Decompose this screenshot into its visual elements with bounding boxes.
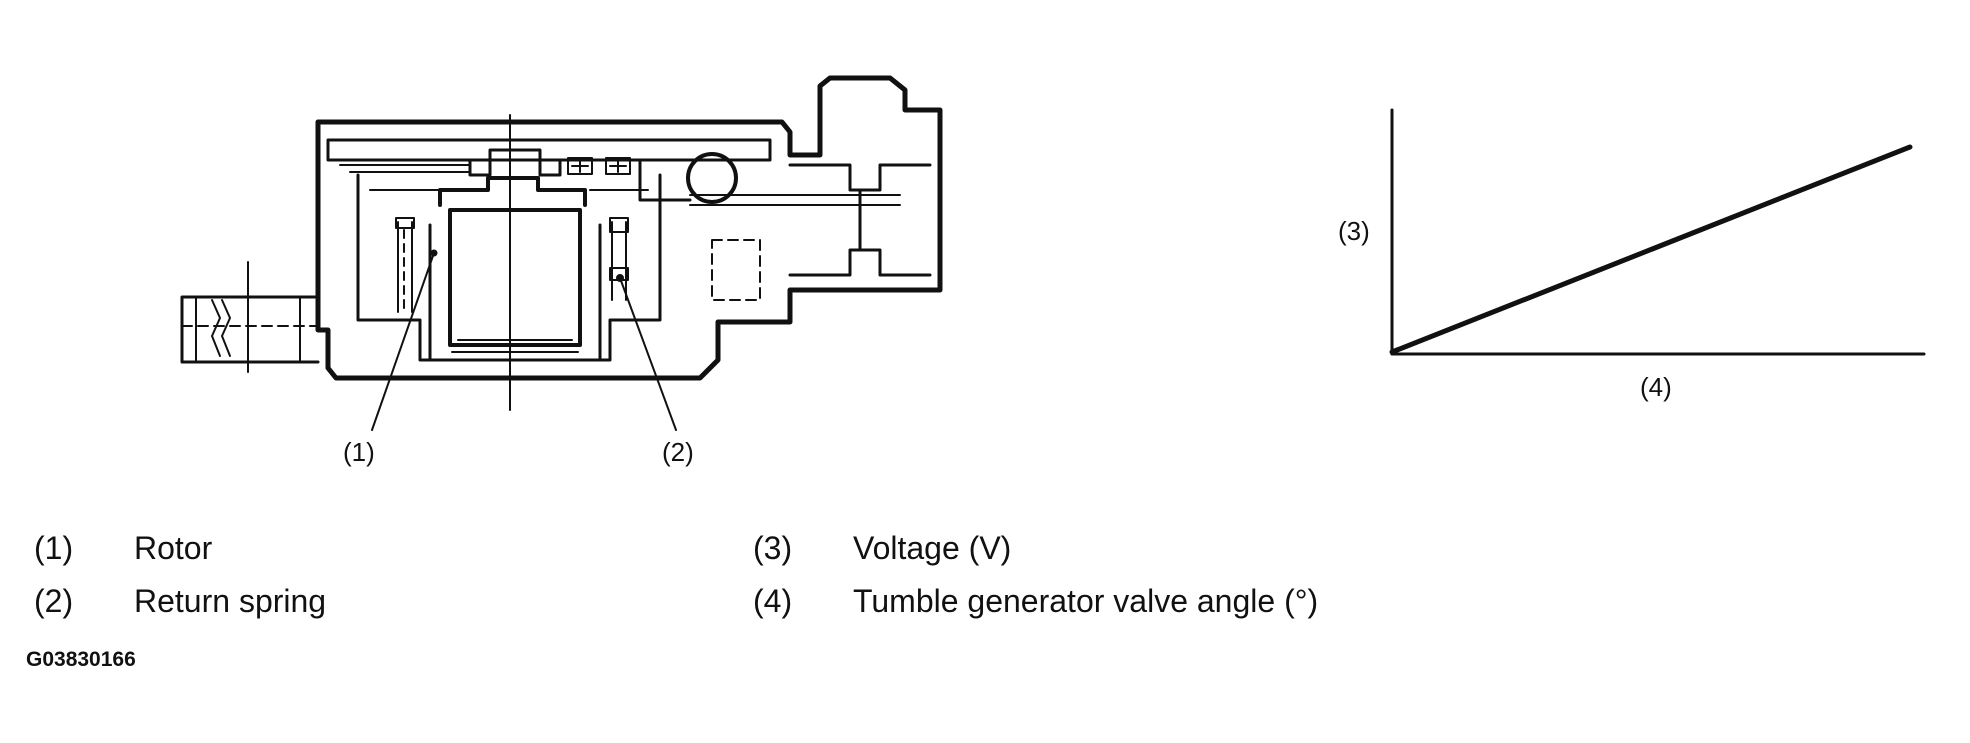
connector-internals (788, 163, 932, 277)
leader-line-1 (371, 252, 435, 431)
sensor-cross-section (180, 75, 943, 431)
cover-plate (326, 138, 772, 162)
housing-outline (315, 75, 943, 381)
callout-2: (2) (662, 437, 694, 467)
left-pipe (180, 295, 320, 364)
screws (567, 157, 631, 175)
rotor (428, 176, 602, 362)
callout-1: (1) (343, 437, 375, 467)
leader-line-2 (619, 277, 677, 431)
characteristic-graph (1389, 108, 1926, 356)
return-spring (609, 217, 629, 301)
voltage-line (1389, 144, 1913, 355)
left-spring (395, 217, 415, 313)
graph-x-label: (4) (1640, 372, 1672, 402)
figure-code: G03830166 (26, 648, 136, 671)
graph-y-label: (3) (1338, 216, 1370, 246)
